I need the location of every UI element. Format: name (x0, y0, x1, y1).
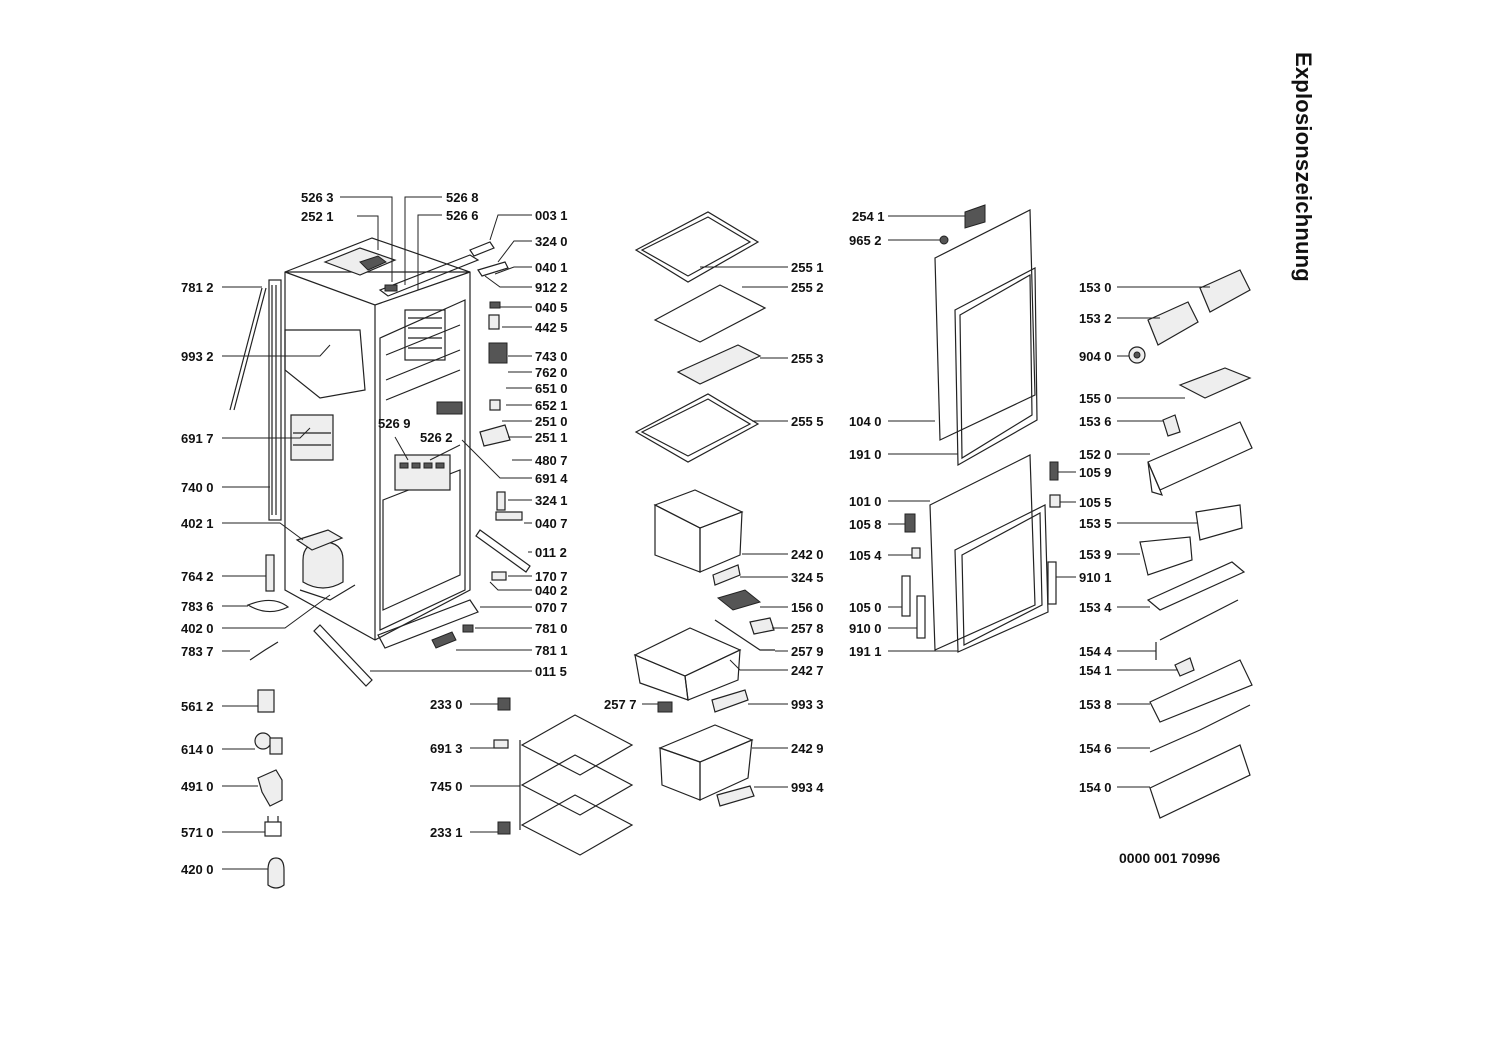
callout-label: 152 0 (1079, 447, 1112, 462)
callout-label: 154 0 (1079, 780, 1112, 795)
callout-label: 191 1 (849, 644, 882, 659)
callout-label: 910 1 (1079, 570, 1112, 585)
callout-label: 912 2 (535, 280, 568, 295)
callout-label: 003 1 (535, 208, 568, 223)
callout-label: 101 0 (849, 494, 882, 509)
callout-label: 155 0 (1079, 391, 1112, 406)
callout-label: 781 1 (535, 643, 568, 658)
callout-label: 070 7 (535, 600, 568, 615)
callout-label: 762 0 (535, 365, 568, 380)
callout-label: 191 0 (849, 447, 882, 462)
callout-label: 691 4 (535, 471, 568, 486)
callout-label: 255 3 (791, 351, 824, 366)
callout-label: 153 5 (1079, 516, 1112, 531)
callout-label: 011 2 (535, 545, 567, 560)
cabinet-drawing (229, 237, 531, 889)
callout-label: 154 1 (1079, 663, 1112, 678)
callout-label: 104 0 (849, 414, 882, 429)
callout-label: 257 7 (604, 697, 637, 712)
callout-label: 993 4 (791, 780, 824, 795)
callout-label: 040 1 (535, 260, 568, 275)
callout-label: 153 0 (1079, 280, 1112, 295)
callout-label: 257 9 (791, 644, 824, 659)
callout-label: 257 8 (791, 621, 824, 636)
callout-label: 255 1 (791, 260, 824, 275)
callout-label: 402 0 (181, 621, 214, 636)
callout-label: 324 1 (535, 493, 568, 508)
callout-label: 154 4 (1079, 644, 1112, 659)
callout-label: 561 2 (181, 699, 214, 714)
callout-label: 745 0 (430, 779, 463, 794)
doors-drawing (901, 204, 1061, 653)
callout-label: 965 2 (849, 233, 882, 248)
callout-label: 153 2 (1079, 311, 1112, 326)
callout-label: 252 1 (301, 209, 334, 224)
callout-label: 993 2 (181, 349, 214, 364)
callout-label: 743 0 (535, 349, 568, 364)
callout-label: 324 0 (535, 234, 568, 249)
callout-label: 324 5 (791, 570, 824, 585)
door-accessories-drawing (1128, 269, 1253, 819)
callout-label: 402 1 (181, 516, 214, 531)
callout-label: 526 6 (446, 208, 479, 223)
callout-label: 614 0 (181, 742, 214, 757)
callout-label: 651 0 (535, 381, 568, 396)
callout-label: 242 7 (791, 663, 824, 678)
callout-label: 526 8 (446, 190, 479, 205)
callout-label: 153 6 (1079, 414, 1112, 429)
callout-label: 781 0 (535, 621, 568, 636)
shelves-and-drawers-drawing (493, 211, 775, 856)
callout-label: 040 7 (535, 516, 568, 531)
callout-label: 910 0 (849, 621, 882, 636)
callout-label: 153 4 (1079, 600, 1112, 615)
document-number: 0000 001 70996 (1119, 850, 1221, 866)
leader-lines (222, 196, 1210, 870)
callout-label: 251 1 (535, 430, 568, 445)
callout-label: 105 8 (849, 517, 882, 532)
callout-label: 251 0 (535, 414, 568, 429)
callout-label: 781 2 (181, 280, 214, 295)
callout-label: 740 0 (181, 480, 214, 495)
callout-label: 993 3 (791, 697, 824, 712)
callout-label: 040 2 (535, 583, 568, 598)
drawing-title: Explosionszeichnung (1291, 52, 1316, 282)
callout-label: 491 0 (181, 779, 214, 794)
callout-label: 170 7 (535, 569, 568, 584)
callout-label: 480 7 (535, 453, 568, 468)
callout-label: 233 1 (430, 825, 463, 840)
callout-label: 156 0 (791, 600, 824, 615)
callout-label: 255 5 (791, 414, 824, 429)
callout-label: 420 0 (181, 862, 214, 877)
callout-label: 105 0 (849, 600, 882, 615)
callout-label: 153 9 (1079, 547, 1112, 562)
callout-label: 783 7 (181, 644, 214, 659)
callout-labels: 526 3 252 1 526 8 526 6 003 1 324 0 040 1 912 2… (181, 190, 1112, 877)
callout-label: 526 3 (301, 190, 334, 205)
callout-label: 254 1 (852, 209, 885, 224)
callout-label: 255 2 (791, 280, 824, 295)
callout-label: 040 5 (535, 300, 568, 315)
callout-label: 242 0 (791, 547, 824, 562)
callout-label: 011 5 (535, 664, 567, 679)
callout-label: 233 0 (430, 697, 463, 712)
callout-label: 105 9 (1079, 465, 1112, 480)
callout-label: 571 0 (181, 825, 214, 840)
callout-label: 764 2 (181, 569, 214, 584)
callout-label: 526 2 (420, 430, 453, 445)
callout-label: 526 9 (378, 416, 411, 431)
callout-label: 691 7 (181, 431, 214, 446)
callout-label: 652 1 (535, 398, 568, 413)
callout-label: 105 5 (1079, 495, 1112, 510)
callout-label: 153 8 (1079, 697, 1112, 712)
callout-label: 105 4 (849, 548, 882, 563)
callout-label: 691 3 (430, 741, 463, 756)
callout-label: 154 6 (1079, 741, 1112, 756)
callout-label: 442 5 (535, 320, 568, 335)
callout-label: 904 0 (1079, 349, 1112, 364)
callout-label: 783 6 (181, 599, 214, 614)
callout-label: 242 9 (791, 741, 824, 756)
